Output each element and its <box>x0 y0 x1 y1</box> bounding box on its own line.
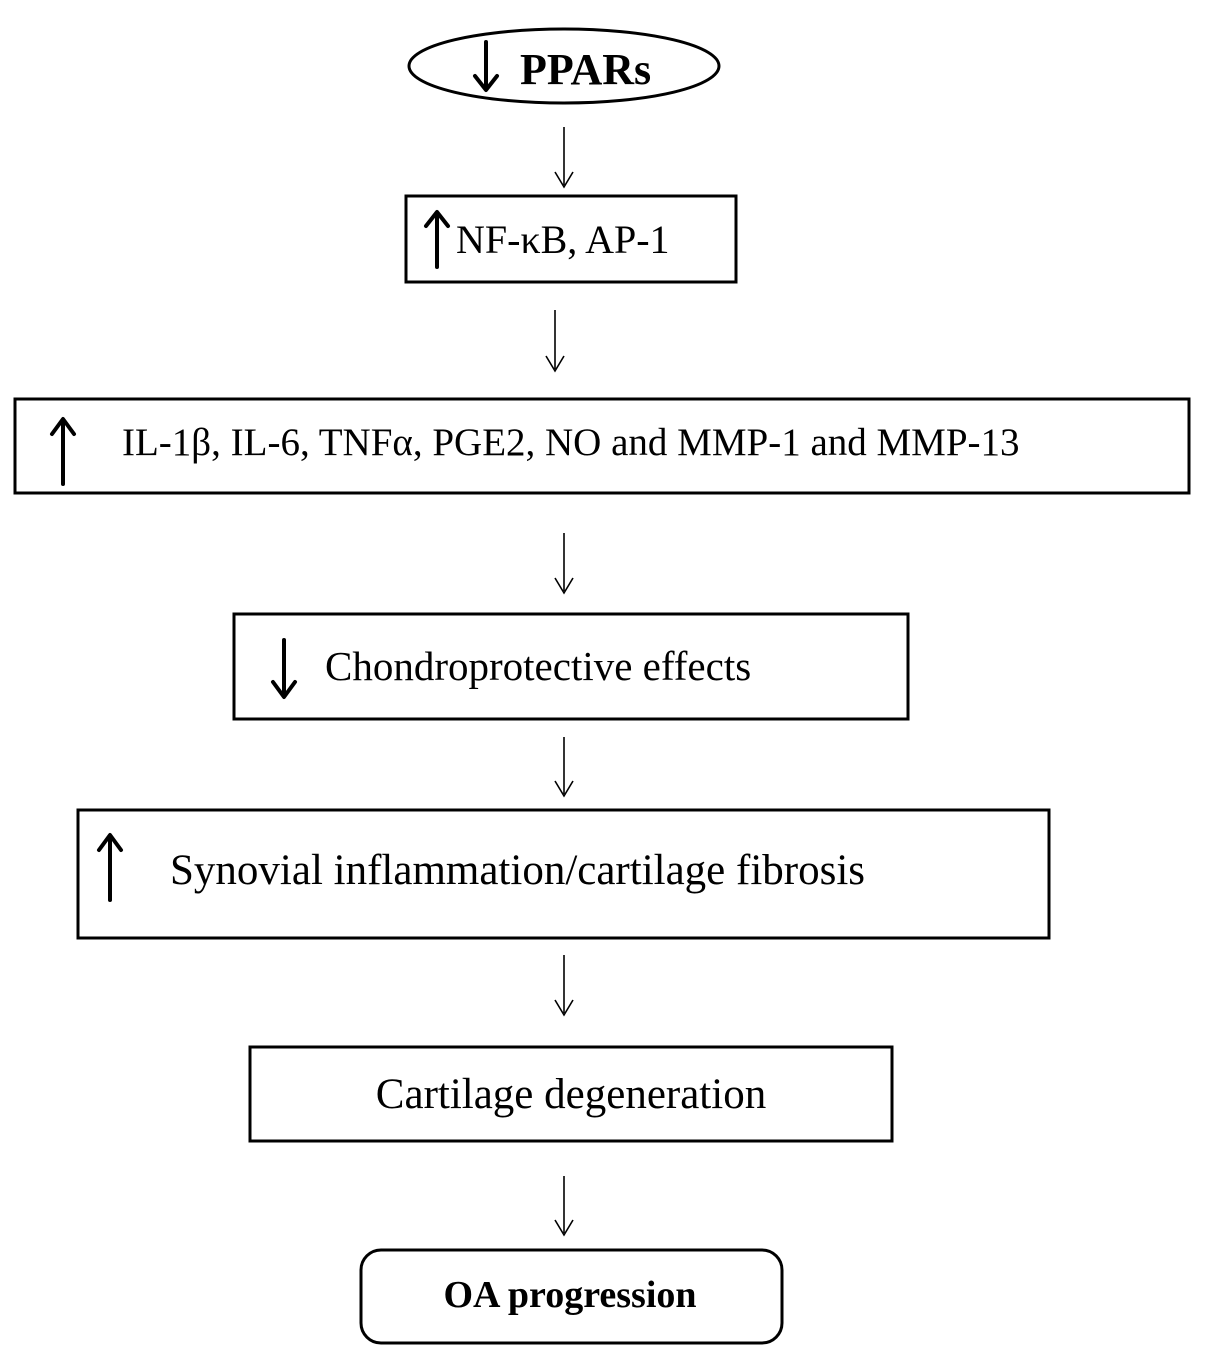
cytokines-box <box>13 397 1191 495</box>
connector-arrow <box>554 1176 574 1237</box>
oa-label: OA progression <box>443 1274 696 1316</box>
up-arrow-icon <box>424 210 450 269</box>
synovial-label: Synovial inflammation/cartilage fibrosis <box>170 847 865 894</box>
up-arrow-icon <box>50 417 76 486</box>
nfkb-box <box>404 194 738 284</box>
oa-box <box>359 1248 784 1345</box>
synovial-box <box>76 808 1051 940</box>
connector-arrow <box>554 955 574 1017</box>
node-degeneration: Cartilage degeneration <box>248 1045 894 1143</box>
chondroprotective-label: Chondroprotective effects <box>325 643 751 689</box>
node-chondroprotective: Chondroprotective effects <box>232 612 910 721</box>
degeneration-box <box>248 1045 894 1143</box>
node-cytokines: IL-1β, IL-6, TNFα, PGE2, NO and MMP-1 an… <box>13 397 1191 495</box>
connector-arrow <box>554 533 574 595</box>
ppars-label: PPARs <box>520 45 651 94</box>
node-synovial: Synovial inflammation/cartilage fibrosis <box>76 808 1051 940</box>
cytokines-label: IL-1β, IL-6, TNFα, PGE2, NO and MMP-1 an… <box>122 421 1020 464</box>
connector-arrow <box>554 737 574 798</box>
chondroprotective-box <box>232 612 910 721</box>
node-ppars: PPARs <box>407 27 721 105</box>
nfkb-label: NF-κB, AP-1 <box>456 217 670 262</box>
down-arrow-icon <box>271 638 297 699</box>
up-arrow-icon <box>97 833 123 902</box>
node-nfkb: NF-κB, AP-1 <box>404 194 738 284</box>
node-oa: OA progression <box>359 1248 784 1345</box>
down-arrow-icon <box>473 40 499 92</box>
degeneration-label: Cartilage degeneration <box>376 1071 766 1118</box>
connector-arrow <box>545 310 565 373</box>
connector-arrow <box>554 127 574 189</box>
